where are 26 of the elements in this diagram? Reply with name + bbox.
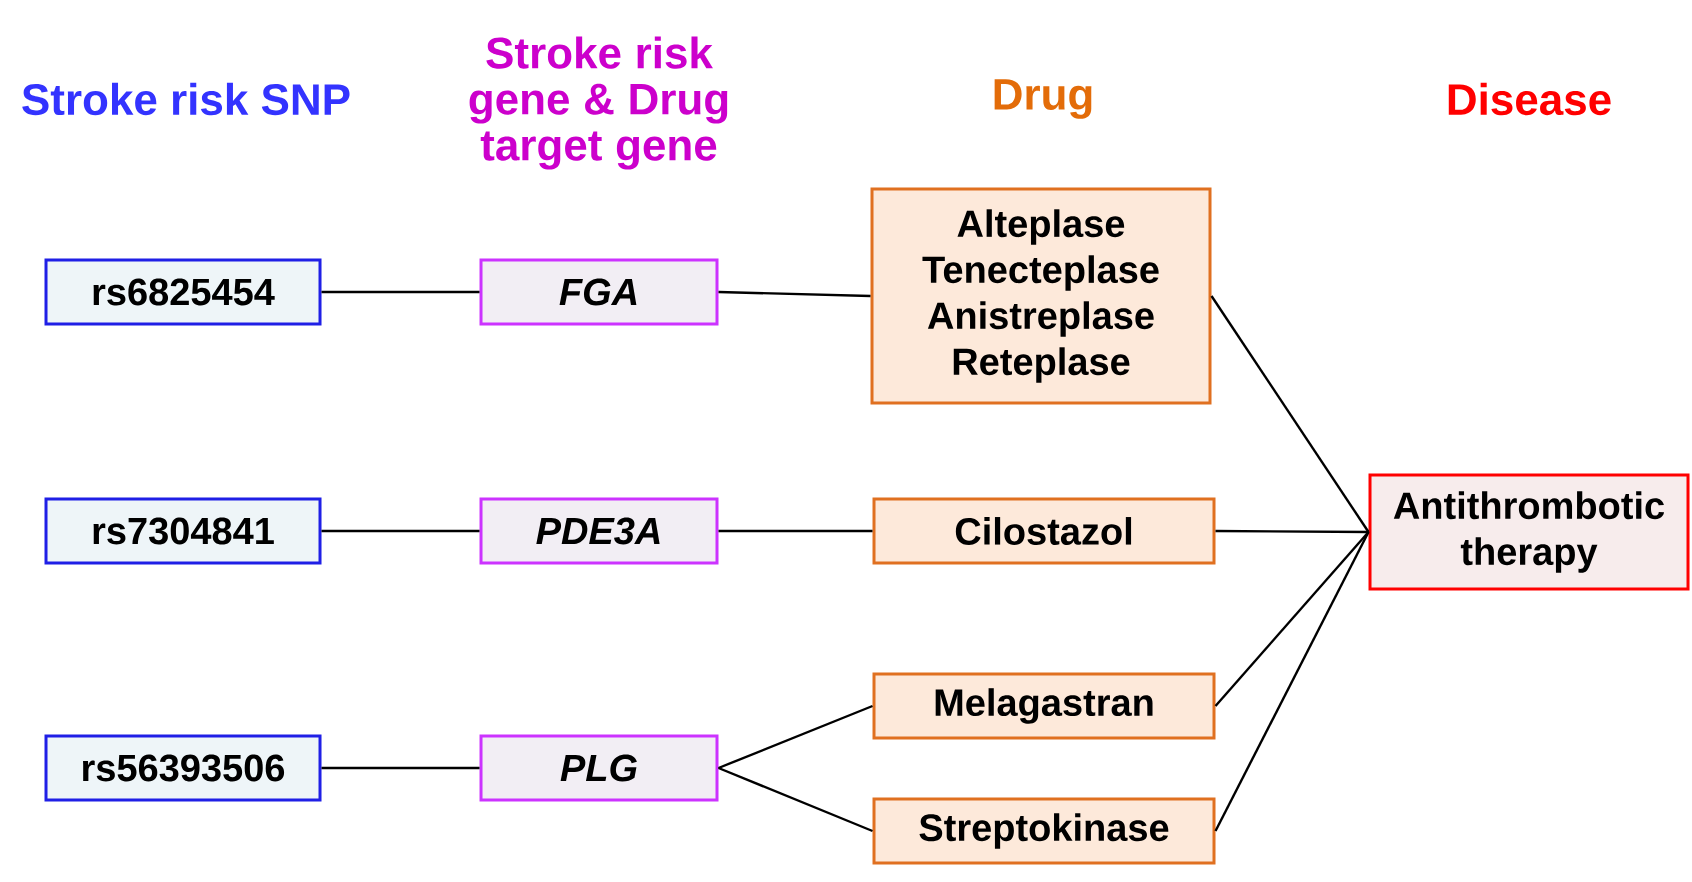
drug-box: Melagastran bbox=[872, 672, 1216, 740]
drug-box: Streptokinase bbox=[872, 797, 1216, 865]
column-heading: Disease bbox=[1448, 82, 1611, 116]
drug-box: Cilostazol bbox=[872, 497, 1216, 565]
connector-line bbox=[1214, 531, 1370, 832]
column-heading: Drug bbox=[994, 79, 1092, 119]
drug-box: Alteplase Tenecteplase Anistreplase Reteplase bbox=[870, 187, 1212, 405]
connector-line bbox=[1214, 531, 1370, 707]
connector-line bbox=[718, 704, 873, 770]
snp-box: rs6825454 bbox=[44, 258, 322, 326]
gene-box: PDE3A bbox=[479, 497, 719, 565]
gene-box: PLG bbox=[479, 734, 719, 802]
connector-line bbox=[321, 766, 480, 770]
connector-line bbox=[1215, 529, 1369, 534]
disease-box: Antithrombotic therapy bbox=[1368, 473, 1690, 591]
snp-box: rs56393506 bbox=[44, 734, 322, 802]
column-heading: Stroke risk SNP bbox=[22, 82, 350, 116]
connector-line bbox=[718, 290, 871, 298]
connector-line bbox=[718, 766, 873, 833]
connector-line bbox=[1210, 295, 1370, 533]
gene-box: FGA bbox=[479, 258, 719, 326]
snp-box: rs7304841 bbox=[44, 497, 322, 565]
connector-line bbox=[718, 529, 873, 533]
column-heading: Stroke risk gene & Drug target gene bbox=[469, 36, 728, 170]
connector-line bbox=[321, 290, 480, 294]
connector-line bbox=[321, 529, 480, 533]
